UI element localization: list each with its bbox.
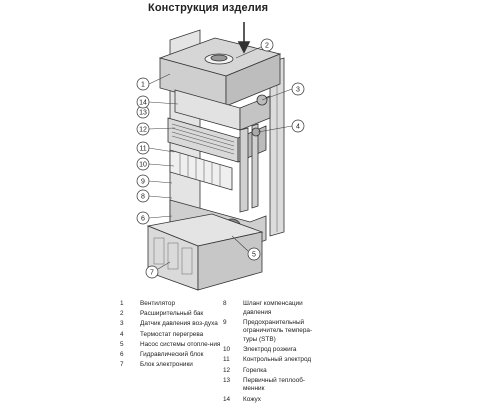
legend-number: 3 [120,320,124,328]
legend-number: 7 [120,361,124,369]
callout-11: 11 [136,141,150,155]
legend-item: 8 Шланг компенсации давления [223,300,323,317]
legend-left: 1 Вентилятор 2 Расширительный бак 3 Датчик … [120,300,225,371]
svg-text:8: 8 [141,194,145,201]
legend-text: Первичный теплооб-менник [243,376,306,393]
legend-number: 9 [223,318,227,326]
legend-number: 5 [120,340,124,348]
legend-item: 3 Датчик давления воз-духа [120,320,225,329]
legend-item: 11 Контрольный электрод [223,356,323,365]
legend-number: 11 [223,356,230,364]
legend-number: 4 [120,330,124,338]
legend-text: Датчик давления воз-духа [140,320,218,328]
svg-text:12: 12 [139,127,147,134]
callout-7: 7 [145,265,159,279]
callout-9: 9 [136,174,150,188]
legend-text: Контрольный электрод [243,356,312,364]
svg-text:9: 9 [141,179,145,186]
svg-text:6: 6 [141,216,145,223]
legend-text: Шланг компенсации давления [243,300,303,316]
svg-text:10: 10 [139,162,147,169]
callout-10: 10 [136,157,150,171]
callout-4: 4 [291,119,305,133]
svg-text:11: 11 [139,146,146,153]
svg-text:4: 4 [296,124,300,131]
legend-text: Предохранительный ограничитель темпера-т… [243,318,313,343]
callout-3: 3 [291,82,305,96]
svg-text:14: 14 [139,100,147,107]
legend-item: 5 Насос системы отопле-ния [120,341,225,350]
legend-number: 2 [120,310,124,318]
legend-text: Гидравлический блок [140,350,204,358]
legend-number: 1 [120,300,124,307]
callout-5: 5 [247,247,261,261]
legend-text: Электрод розжига [243,346,297,354]
callout-markers: 1 2 3 4 5 6 7 8 9 10 11 12 13 14 [136,38,305,279]
leader-lines [148,46,293,270]
callout-2: 2 [260,38,274,52]
svg-text:7: 7 [150,270,154,277]
callout-14: 14 [136,95,150,109]
diagram-title: Конструкция изделия [148,2,269,14]
burner [169,149,233,191]
overheat-thermostat [251,127,261,137]
legend-number: 14 [223,395,231,403]
boiler-construction-diagram: 1 2 3 4 5 6 7 8 9 10 11 12 13 14 [136,22,305,291]
legend-item: 13 Первичный теплооб-менник [223,377,323,394]
boiler-illustration [146,29,285,291]
legend-item: 10 Электрод розжига [223,346,323,355]
callout-1: 1 [136,77,150,91]
legend-text: Термостат перегрева [140,330,204,338]
legend-text: Расширительный бак [140,310,204,318]
legend-number: 6 [120,350,124,358]
legend-right: 8 Шланг компенсации давления 9 Предохранит… [223,300,323,406]
legend-text: Насос системы отопле-ния [140,340,221,348]
legend-item: 14 Кожух [223,396,323,405]
legend-number: 13 [223,376,231,384]
legend-item: 7 Блок электроники [120,361,225,370]
svg-text:3: 3 [296,87,300,94]
callout-12: 12 [136,122,150,136]
legend-text: Вентилятор [140,300,175,307]
legend-item: 6 Гидравлический блок [120,351,225,360]
svg-text:13: 13 [139,110,147,117]
legend-number: 12 [223,366,231,374]
svg-text:1: 1 [141,82,145,89]
arrow-indicator [237,22,251,54]
legend-item: 4 Термостат перегрева [120,331,225,340]
legend-text: Горелка [243,366,267,374]
legend-item: 1 Вентилятор [120,300,225,309]
legend-number: 10 [223,346,231,354]
callout-8: 8 [136,189,150,203]
svg-text:5: 5 [252,252,256,259]
legend-item: 12 Горелка [223,367,323,376]
svg-text:2: 2 [265,43,269,50]
callout-13: 13 [136,105,150,119]
legend-number: 8 [223,300,227,307]
legend-text: Кожух [243,395,261,403]
legend-text: Блок электроники [140,361,193,369]
legend-item: 2 Расширительный бак [120,310,225,319]
legend-item: 9 Предохранительный ограничитель темпера-… [223,319,323,345]
callout-6: 6 [136,211,150,225]
